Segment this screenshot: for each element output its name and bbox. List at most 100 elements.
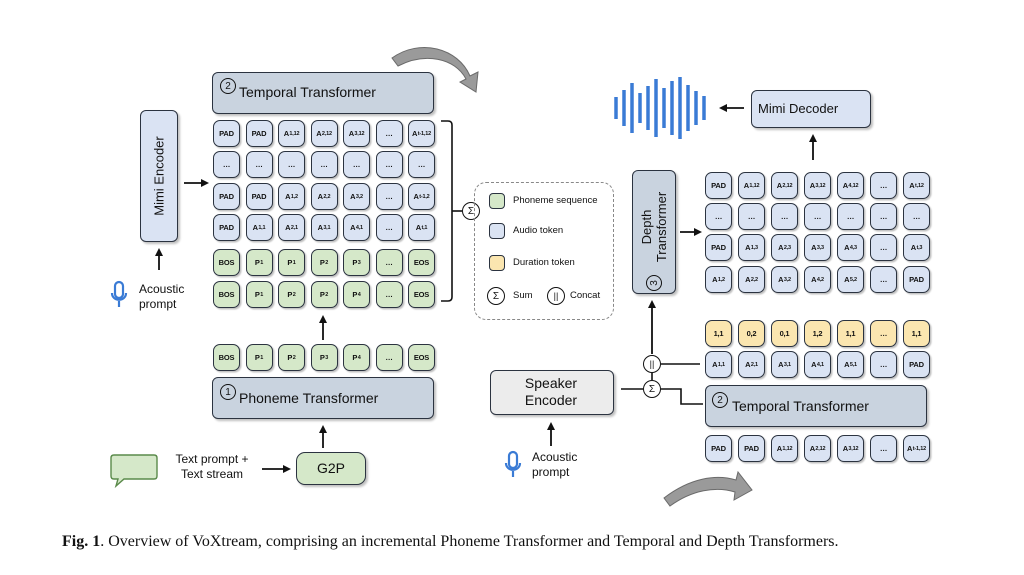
temporal-transformer-box-right: [705, 385, 927, 427]
left-grid-row4-token: EOS: [408, 249, 435, 276]
left-grid-row3-token: …: [375, 214, 403, 241]
figure-caption: Fig. 1. Overview of VoXtream, comprising…: [62, 533, 839, 551]
temporal-number-left: 2: [220, 78, 236, 94]
left-grid-row4-token: …: [375, 249, 403, 276]
curved-flow-arrow-bottom: [663, 470, 753, 507]
mimi-decoder-label: Mimi Decoder: [758, 101, 839, 116]
left-grid-row3-token: PAD: [213, 214, 240, 241]
left-grid-row5-token: BOS: [213, 281, 240, 308]
left-grid-row5-token: …: [375, 281, 403, 308]
legend-phoneme-swatch: [489, 193, 505, 209]
right-output-row2-token: …: [870, 234, 897, 261]
caption-text: . Overview of VoXtream, comprising an in…: [100, 533, 839, 550]
legend-duration-swatch: [489, 255, 505, 271]
left-grid-row1-token: …: [343, 151, 370, 178]
temporal-input-row-token: …: [870, 435, 897, 462]
temporal-input-row-token: PAD: [738, 435, 765, 462]
mimi-encoder-box: [140, 110, 178, 242]
g2p-label: G2P: [317, 460, 346, 476]
right-output-row3-token: PAD: [903, 266, 930, 293]
phoneme-transformer-box: [212, 377, 434, 419]
legend-audio-label: Audio token: [513, 225, 564, 236]
left-grid-row4-token: BOS: [213, 249, 240, 276]
caption-label: Fig. 1: [62, 533, 101, 550]
right-output-row1-token: …: [738, 203, 765, 230]
right-output-row1-token: …: [705, 203, 732, 230]
right-output-row0-token: …: [870, 172, 897, 199]
temporal-transformer-label-right: Temporal Transformer: [732, 398, 869, 414]
left-grid-row5-token: EOS: [408, 281, 435, 308]
temporal-to-sum: [661, 388, 703, 405]
phoneme-transformer-label: Phoneme Transformer: [239, 390, 379, 406]
depth-transformer-label: Depth Transformer: [639, 191, 669, 263]
speaker-encoder-label: Speaker Encoder: [524, 375, 578, 408]
left-grid-row1-token: …: [213, 151, 240, 178]
legend-concat-symbol: ||: [547, 287, 565, 305]
legend-phoneme-label: Phoneme sequence: [513, 195, 598, 206]
left-grid-row1-token: …: [310, 151, 338, 178]
left-grid-row1-token: …: [375, 151, 403, 178]
legend-sum-symbol: Σ: [487, 287, 505, 305]
sum-symbol-right: Σ: [643, 380, 661, 398]
right-output-row1-token: …: [837, 203, 864, 230]
left-grid-row1-token: …: [408, 151, 435, 178]
left-grid-row2-token: PAD: [213, 183, 240, 210]
curved-flow-arrow-top: [391, 47, 479, 93]
right-output-row1-token: …: [771, 203, 798, 230]
mimi-decoder-box: [751, 90, 871, 128]
phoneme-input-token: EOS: [408, 344, 435, 371]
acoustic-prompt-label-left: Acoustic prompt: [139, 282, 185, 311]
concat-symbol-right: ||: [643, 355, 661, 373]
microphone-icon: [110, 280, 128, 307]
legend-sum-label: Sum: [513, 290, 533, 301]
right-output-row3-token: …: [870, 266, 897, 293]
duration-row-token: 1,1: [705, 320, 732, 347]
mimi-encoder-label: Mimi Encoder: [151, 136, 167, 216]
depth-number: 3: [646, 275, 662, 291]
temporal-transformer-label-left: Temporal Transformer: [239, 84, 376, 100]
duration-row-token: 1,1: [903, 320, 930, 347]
legend-box: Phoneme sequence Audio token Duration to…: [474, 182, 614, 320]
duration-row-token: 1,1: [837, 320, 864, 347]
legend-concat-label: Concat: [570, 290, 601, 301]
text-prompt-label: Text prompt + Text stream: [175, 452, 249, 481]
